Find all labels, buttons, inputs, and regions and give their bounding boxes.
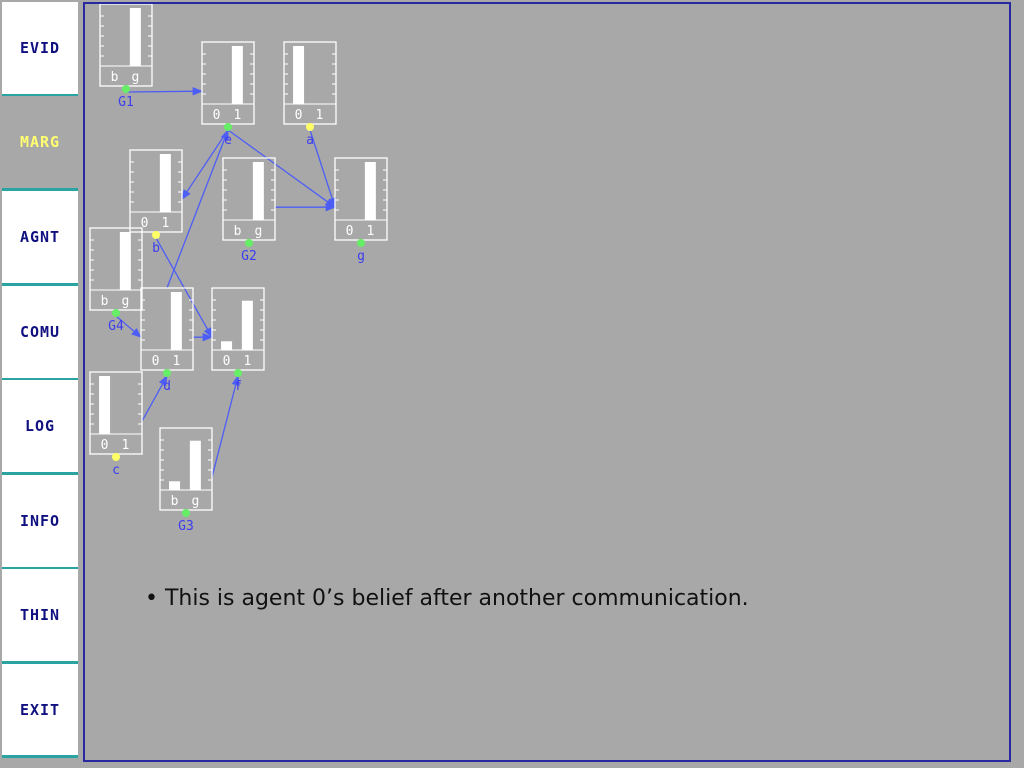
belief-bar-d-1 bbox=[170, 292, 182, 350]
node-name: G3 bbox=[178, 519, 194, 534]
sidebar-button-exit[interactable]: EXIT bbox=[2, 664, 78, 758]
state-label: 0 bbox=[101, 438, 109, 453]
state-label: g bbox=[254, 224, 262, 239]
node-box bbox=[89, 371, 143, 455]
node-name: b bbox=[152, 241, 160, 256]
node-status-dot bbox=[245, 239, 253, 247]
state-label: 1 bbox=[366, 224, 374, 239]
node-box bbox=[201, 41, 255, 125]
state-label: 1 bbox=[233, 108, 241, 123]
belief-bar-G4-g bbox=[119, 232, 131, 290]
belief-bar-c-0 bbox=[99, 376, 111, 434]
belief-bar-G2-g bbox=[252, 162, 264, 220]
node-box bbox=[222, 157, 276, 241]
node-name: e bbox=[224, 133, 232, 148]
sidebar-button-evid[interactable]: EVID bbox=[2, 2, 78, 97]
belief-bar-b-1 bbox=[159, 154, 171, 212]
state-label: 0 bbox=[141, 216, 149, 231]
state-label: 0 bbox=[152, 354, 160, 369]
node-name: G1 bbox=[118, 95, 134, 110]
node-box bbox=[140, 287, 194, 371]
node-name: d bbox=[163, 379, 171, 394]
state-label: 0 bbox=[346, 224, 354, 239]
belief-bar-G3-b bbox=[169, 481, 181, 490]
state-label: 0 bbox=[295, 108, 303, 123]
belief-bar-G3-g bbox=[189, 440, 201, 490]
node-box bbox=[334, 157, 388, 241]
node-status-dot bbox=[306, 123, 314, 131]
node-name: G4 bbox=[108, 319, 124, 334]
state-label: b bbox=[171, 494, 179, 509]
node-name: a bbox=[306, 133, 314, 148]
sidebar-button-log[interactable]: LOG bbox=[2, 380, 78, 475]
node-status-dot bbox=[224, 123, 232, 131]
edge-d-e bbox=[166, 129, 229, 289]
state-label: 1 bbox=[315, 108, 323, 123]
state-label: 1 bbox=[243, 354, 251, 369]
node-box bbox=[211, 287, 265, 371]
sidebar-button-agnt[interactable]: AGNT bbox=[2, 191, 78, 286]
node-box bbox=[159, 427, 213, 511]
sidebar-button-thin[interactable]: THIN bbox=[2, 569, 78, 664]
state-label: b bbox=[234, 224, 242, 239]
node-name: c bbox=[112, 463, 120, 478]
sidebar-button-comu[interactable]: COMU bbox=[2, 286, 78, 381]
node-box bbox=[129, 149, 183, 233]
state-label: 1 bbox=[121, 438, 129, 453]
node-status-dot bbox=[163, 369, 171, 377]
node-status-dot bbox=[152, 231, 160, 239]
state-label: 1 bbox=[161, 216, 169, 231]
node-box bbox=[89, 227, 143, 311]
caption-text: • This is agent 0’s belief after another… bbox=[145, 586, 749, 611]
edge-e-g bbox=[227, 129, 336, 208]
node-box bbox=[99, 4, 153, 87]
state-label: 1 bbox=[172, 354, 180, 369]
state-label: b bbox=[101, 294, 109, 309]
node-status-dot bbox=[112, 453, 120, 461]
edge-G3-f bbox=[211, 374, 240, 478]
node-box bbox=[283, 41, 337, 125]
belief-bar-G1-g bbox=[129, 8, 141, 66]
state-label: g bbox=[131, 70, 139, 85]
belief-bar-g-1 bbox=[364, 162, 376, 220]
state-label: g bbox=[121, 294, 129, 309]
node-status-dot bbox=[234, 369, 242, 377]
state-label: b bbox=[111, 70, 119, 85]
state-label: 0 bbox=[213, 108, 221, 123]
belief-bar-a-0 bbox=[293, 46, 305, 104]
node-name: f bbox=[234, 379, 242, 394]
node-name: G2 bbox=[241, 249, 257, 264]
state-label: g bbox=[191, 494, 199, 509]
edge-G4-d bbox=[115, 315, 142, 338]
node-status-dot bbox=[357, 239, 365, 247]
node-status-dot bbox=[112, 309, 120, 317]
edge-a-g bbox=[309, 129, 337, 209]
node-status-dot bbox=[122, 85, 130, 93]
sidebar-button-info[interactable]: INFO bbox=[2, 475, 78, 570]
state-label: 0 bbox=[223, 354, 231, 369]
edge-G1-e bbox=[125, 87, 204, 96]
belief-bar-e-1 bbox=[231, 46, 243, 104]
edge-e-b bbox=[181, 129, 229, 201]
sidebar-button-marg[interactable]: MARG bbox=[2, 96, 78, 191]
edge-c-d bbox=[141, 375, 168, 422]
belief-bar-f-1 bbox=[241, 300, 253, 350]
belief-bar-f-0 bbox=[221, 341, 233, 350]
node-name: g bbox=[357, 249, 365, 264]
node-status-dot bbox=[182, 509, 190, 517]
